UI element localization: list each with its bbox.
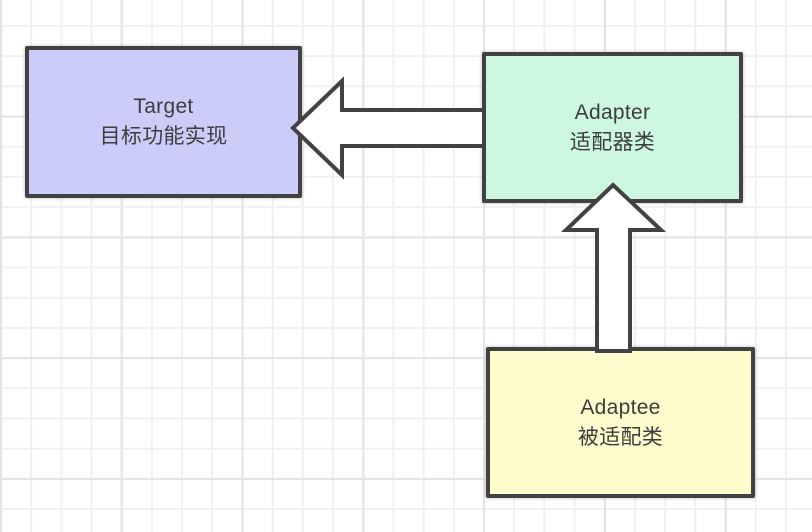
node-adaptee-subtitle: 被适配类 [577, 425, 664, 449]
arrow-adapter-to-target [290, 76, 486, 180]
arrow-adaptee-to-adapter [561, 182, 667, 353]
node-adapter-title: Adapter [574, 100, 651, 124]
node-target-subtitle: 目标功能实现 [99, 125, 228, 148]
node-adapter-subtitle: 适配器类 [569, 130, 656, 154]
node-adaptee-title: Adaptee [580, 395, 661, 419]
node-target-title: Target [133, 95, 194, 118]
node-adapter: Adapter 适配器类 [482, 52, 743, 203]
node-adaptee: Adaptee 被适配类 [486, 347, 755, 498]
node-target: Target 目标功能实现 [25, 46, 302, 198]
